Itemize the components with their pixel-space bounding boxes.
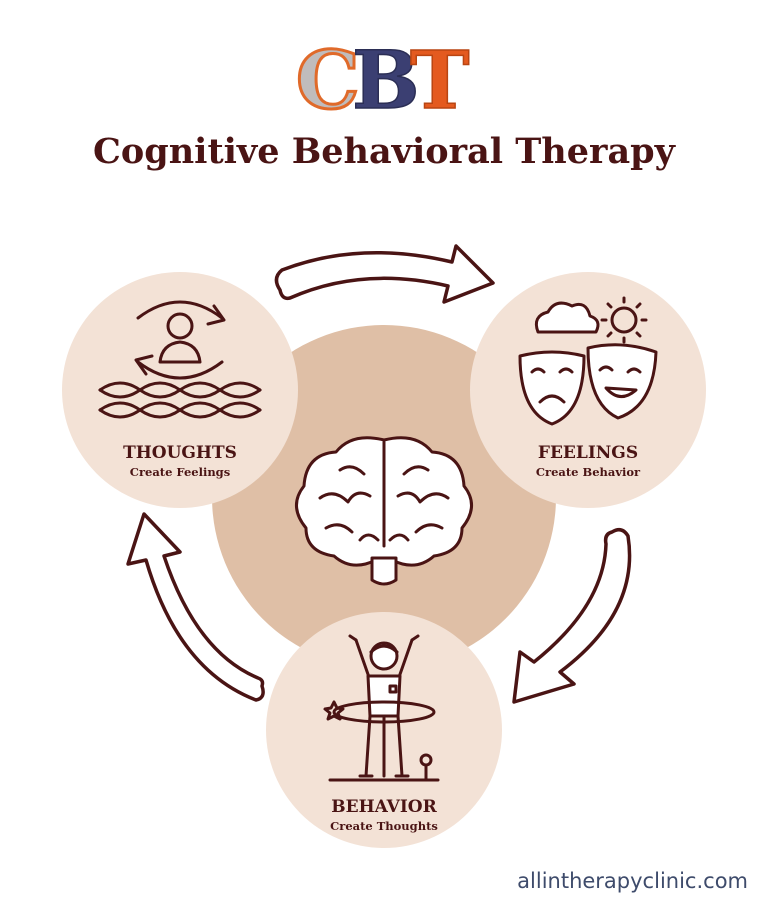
theater-masks-weather-icon xyxy=(518,296,658,426)
thoughts-subtitle: Create Feelings xyxy=(130,465,230,479)
logo-letter-t: T xyxy=(410,33,470,127)
behavior-subtitle: Create Thoughts xyxy=(330,819,438,833)
arrow-thoughts-to-feelings xyxy=(274,244,495,304)
page-title: Cognitive Behavioral Therapy xyxy=(93,131,677,172)
feelings-circle xyxy=(470,272,706,508)
person-hula-hoop-icon xyxy=(323,634,440,782)
feelings-title: FEELINGS xyxy=(538,443,638,463)
behavior-title: BEHAVIOR xyxy=(331,797,437,817)
site-credit: allintherapyclinic.com xyxy=(517,869,748,893)
arrow-behavior-to-thoughts xyxy=(126,512,265,702)
logo-letter-c: C xyxy=(296,33,360,127)
feelings-subtitle: Create Behavior xyxy=(536,465,641,479)
thoughts-title: THOUGHTS xyxy=(123,443,237,463)
person-cycle-waves-icon xyxy=(98,300,262,419)
brain-icon xyxy=(295,436,473,586)
cbt-logo: C B T xyxy=(295,32,471,129)
logo-letter-b: B xyxy=(352,33,420,127)
arrow-feelings-to-behavior xyxy=(512,528,632,704)
